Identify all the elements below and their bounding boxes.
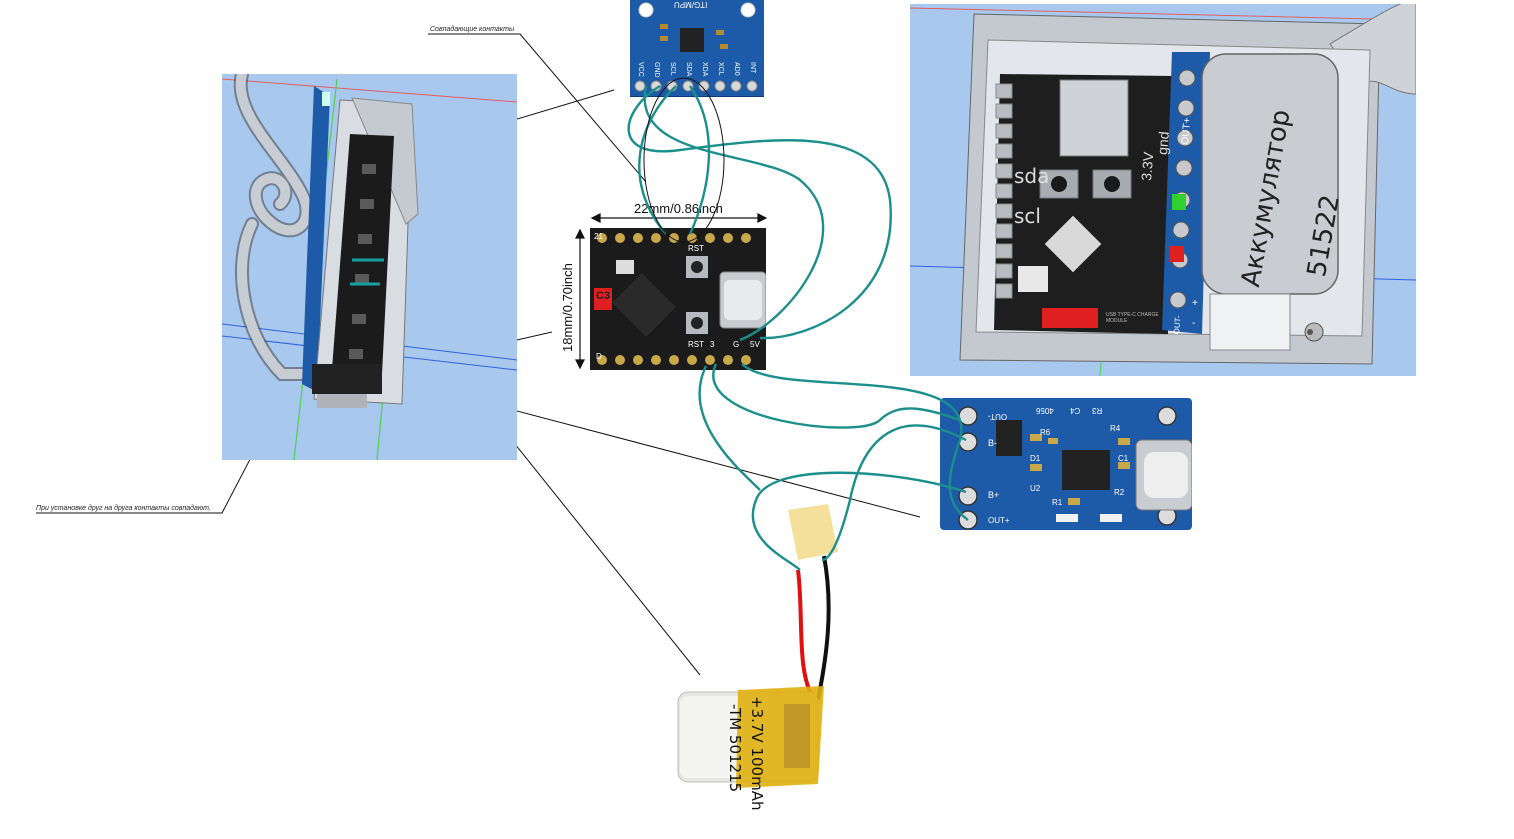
leader-top-to-mcu — [428, 33, 647, 183]
wire-5v — [741, 363, 969, 521]
dimension-arrows — [575, 213, 768, 370]
charger-pin-bplus: B+ — [988, 490, 1000, 500]
charger-label-d1: D1 — [1030, 454, 1041, 463]
battery-drawing — [677, 504, 838, 788]
mcu-rst-label: RST — [688, 244, 704, 253]
mcu-drawing — [594, 233, 767, 365]
charger-label-r2: R2 — [1114, 488, 1125, 497]
wire-bplus — [751, 471, 967, 571]
mcu-pin-d: D — [596, 352, 602, 361]
wire-gnd-mpu — [627, 84, 892, 340]
highlight-ellipse — [643, 77, 725, 243]
mcu-pin-3: 3 — [710, 340, 715, 349]
mcu-board: C3 RST 5V G 3 RST D 21 — [590, 228, 767, 370]
cad-pin-minus: - — [1192, 318, 1196, 329]
charger-label-u2: U2 — [1030, 484, 1041, 493]
cad-pin-scl: scl — [1014, 204, 1041, 228]
cad-side-drawing — [222, 74, 517, 460]
wire-bminus — [821, 424, 967, 562]
cad-pin-sda: sda — [1014, 164, 1050, 188]
charger-label-c1: C1 — [1118, 454, 1129, 463]
wire-vcc-mpu — [643, 85, 825, 342]
mcu-pin-rst: RST — [688, 340, 704, 349]
wire-rst — [698, 365, 761, 491]
mcu-pin-21: 21 — [594, 232, 603, 241]
mcu-pin-g: G — [733, 340, 740, 349]
annotation-bottom: При установке друг на друга контакты сов… — [36, 505, 211, 512]
wire-g — [712, 363, 961, 429]
charger-pin-bminus: B- — [988, 438, 997, 448]
charger-drawing — [958, 406, 1193, 530]
wire-sda — [688, 85, 711, 235]
charger-pin-outplus: OUT+ — [988, 516, 1010, 525]
battery-photo: +3.7V 100mAh -TM 501215 — [628, 500, 888, 834]
charger-label-r6: R6 — [1040, 428, 1051, 437]
cad-top-drawing — [910, 4, 1416, 376]
cad-side-view — [222, 74, 517, 460]
mcu-chip-label: C3 — [596, 290, 611, 302]
charger-board: OUT- B- B+ OUT+ 4056 C4 R3 R6 R4 C1 R2 R… — [940, 398, 1193, 530]
charger-label-r1: R1 — [1052, 498, 1063, 507]
annotation-top: Совпадающие контакты — [430, 26, 515, 33]
charger-label-r4: R4 — [1110, 424, 1121, 433]
mcu-pin-5v: 5V — [750, 340, 760, 349]
cad-module-text: USB TYPE-C CHARGE MODULE — [1106, 312, 1159, 324]
cad-pin-plus: + — [1192, 298, 1198, 309]
wire-scl — [638, 85, 677, 235]
cad-top-view: Аккумулятор 51522 sda scl 3.3V gnd OUT+ … — [910, 4, 1416, 376]
